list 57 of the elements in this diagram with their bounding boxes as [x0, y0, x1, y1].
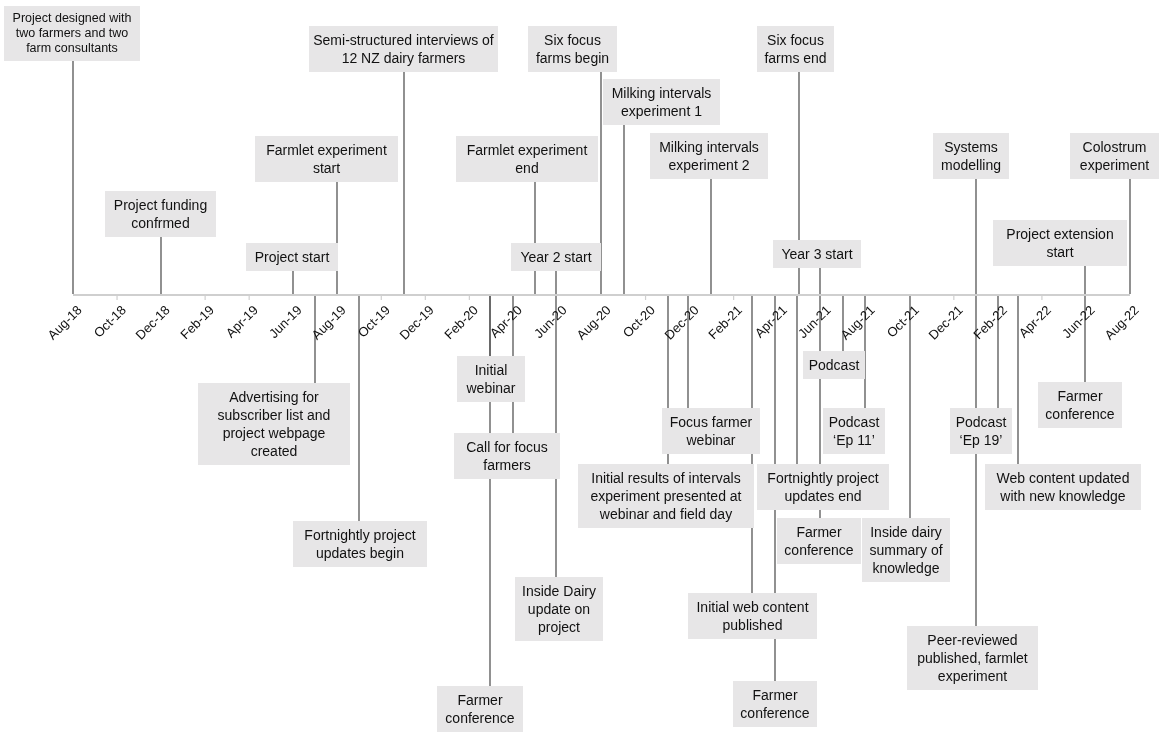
event-box: Web content updated with new knowledge [985, 464, 1141, 510]
leader-line [842, 295, 844, 352]
event-box: Peer-reviewed published, farmlet experiment [907, 626, 1038, 690]
leader-line [623, 124, 625, 295]
leader-line [975, 178, 977, 295]
leader-line [1084, 265, 1086, 295]
event-box: Fortnightly project updates begin [293, 521, 427, 567]
leader-line [1084, 295, 1086, 383]
event-box: Inside dairy summary of knowledge [862, 518, 950, 582]
leader-line [710, 178, 712, 295]
leader-line [555, 270, 557, 295]
leader-line [864, 295, 866, 409]
leader-line [160, 236, 162, 295]
event-box: Colostrum experiment [1070, 133, 1159, 179]
event-box: Podcast ‘Ep 19’ [950, 408, 1012, 454]
leader-line [600, 71, 602, 295]
event-box: Six focus farms end [757, 26, 834, 72]
event-box: Inside Dairy update on project [515, 577, 603, 641]
event-box: Initial webinar [457, 356, 525, 402]
leader-line [72, 60, 74, 295]
event-box: Milking intervals experiment 1 [603, 79, 720, 125]
event-box: Initial results of intervals experiment presented at webinar and field day [578, 464, 754, 528]
event-box: Fortnightly project updates end [757, 464, 889, 510]
leader-line [997, 295, 999, 409]
event-box: Focus farmer webinar [662, 408, 760, 454]
timeline-axis [73, 294, 1130, 296]
event-box: Project extension start [993, 220, 1127, 266]
event-box: Podcast ‘Ep 11’ [823, 408, 885, 454]
event-box: Farmer conference [1038, 382, 1122, 428]
event-box: Project funding confrmed [105, 191, 216, 237]
leader-line [403, 71, 405, 295]
leader-line [909, 295, 911, 519]
event-box: Farmlet experiment start [255, 136, 398, 182]
event-box: Semi-structured interviews of 12 NZ dairy farmers [309, 26, 498, 72]
leader-line [796, 295, 798, 465]
event-box: Year 2 start [511, 243, 601, 271]
leader-line [1017, 295, 1019, 465]
leader-line [687, 295, 689, 409]
leader-line [1129, 178, 1131, 295]
leader-line [292, 270, 294, 295]
leader-line [819, 267, 821, 295]
event-box: Farmer conference [733, 681, 817, 727]
leader-line [314, 295, 316, 384]
event-box: Project designed with two farmers and two farm consultants [4, 6, 140, 61]
event-box: Farmer conference [777, 518, 861, 564]
event-box: Milking intervals experiment 2 [650, 133, 768, 179]
event-box: Call for focus farmers [454, 433, 560, 479]
event-box: Podcast [803, 351, 865, 379]
event-box: Project start [246, 243, 338, 271]
event-box: Advertising for subscriber list and project webpage created [198, 383, 350, 465]
leader-line [358, 295, 360, 522]
event-box: Year 3 start [773, 240, 861, 268]
event-box: Initial web content published [688, 593, 817, 639]
event-box: Systems modelling [933, 133, 1009, 179]
event-box: Farmer conference [437, 686, 523, 732]
event-box: Farmlet experiment end [456, 136, 598, 182]
event-box: Six focus farms begin [528, 26, 617, 72]
